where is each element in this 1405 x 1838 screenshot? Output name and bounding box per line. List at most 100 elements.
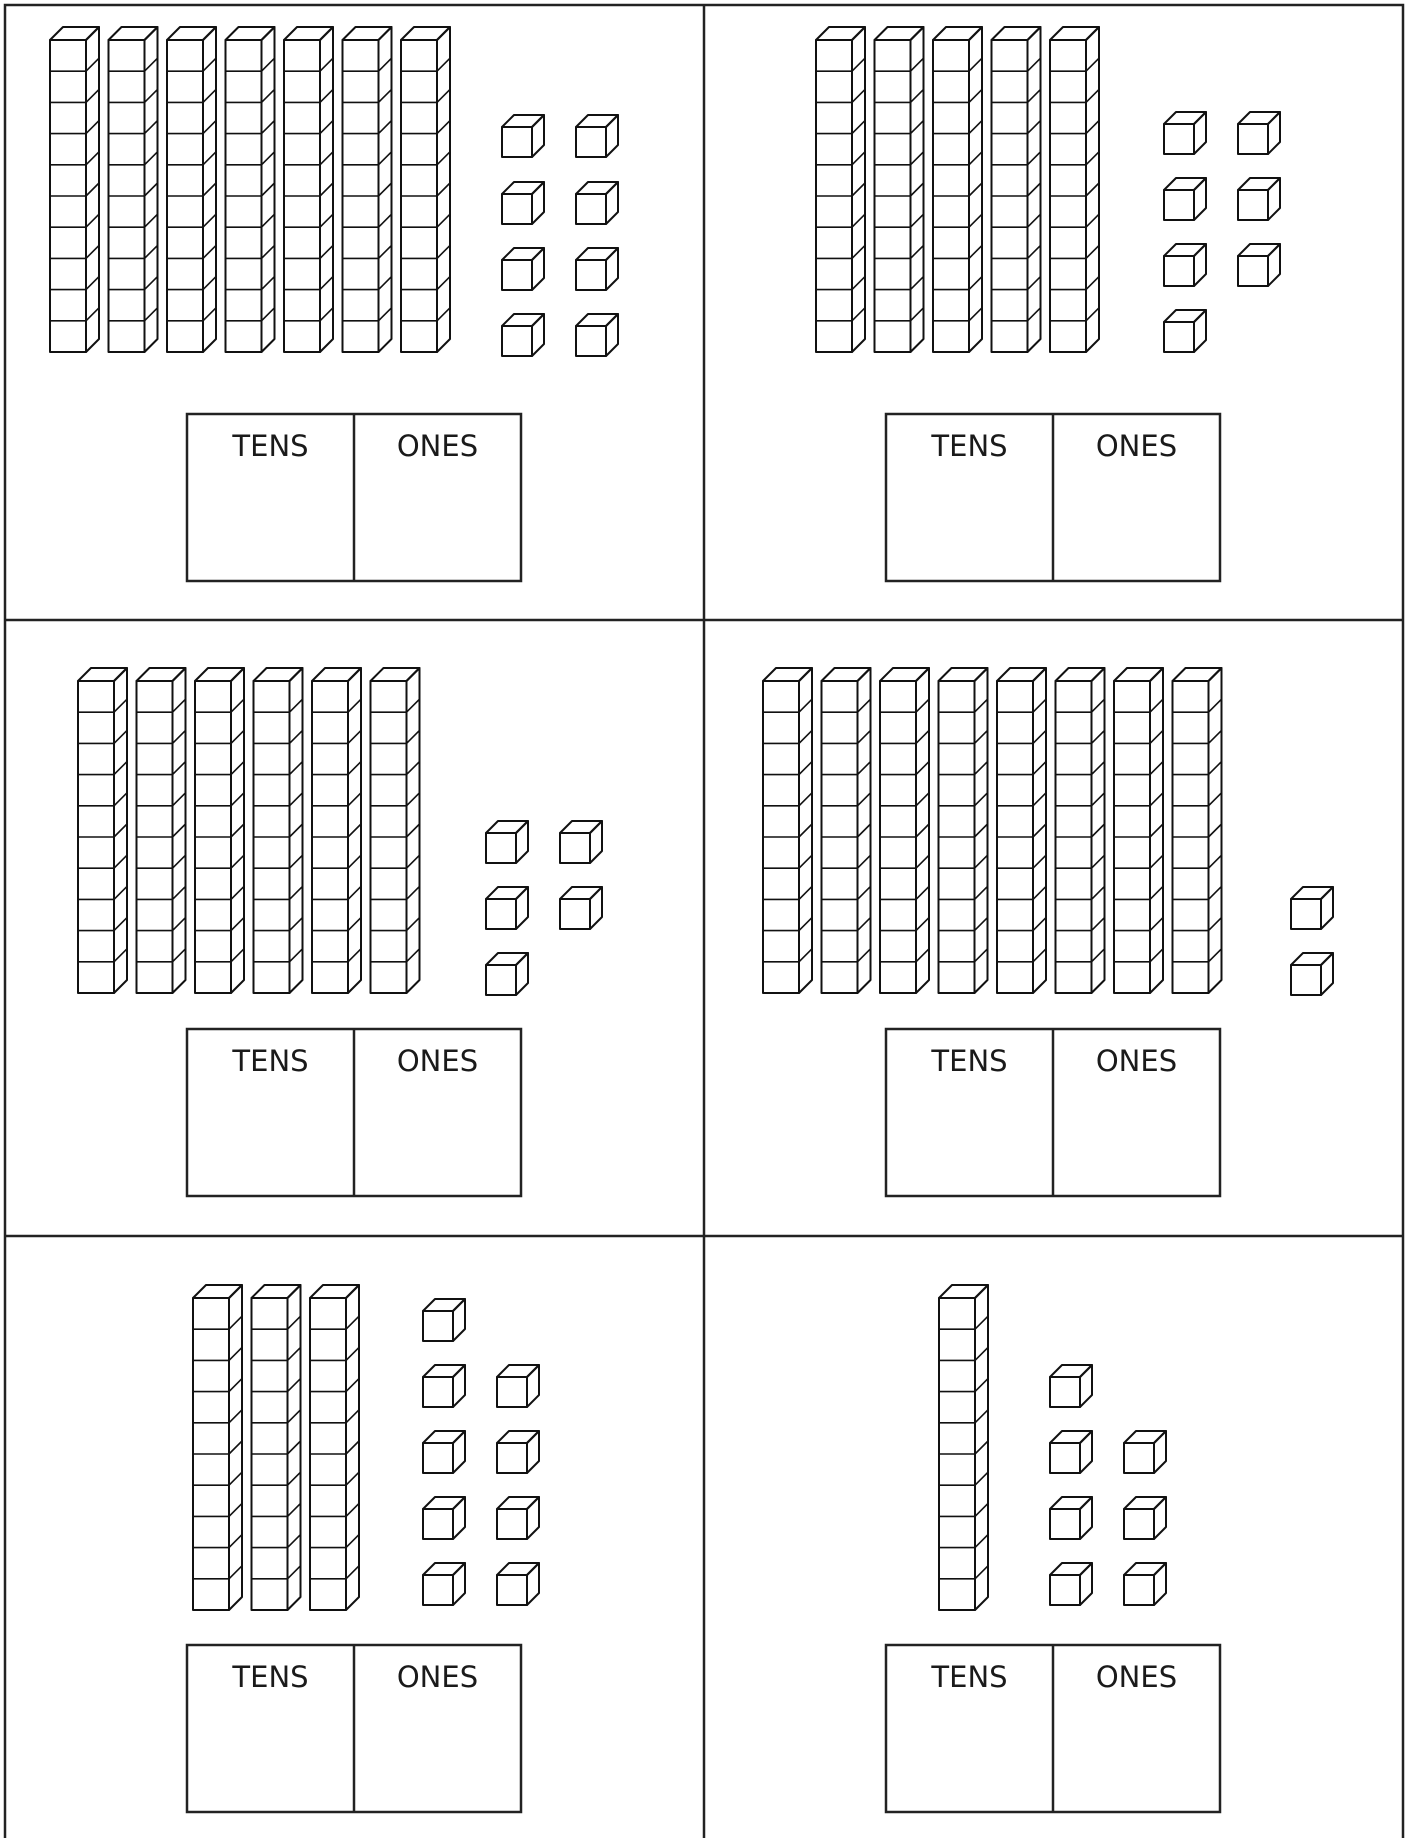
tens-rods xyxy=(763,668,1222,993)
tens-rods xyxy=(939,1285,988,1610)
tens-rod xyxy=(1056,668,1105,993)
tens-rod xyxy=(371,668,420,993)
ones-cube xyxy=(423,1365,465,1407)
ones-cube xyxy=(1238,112,1280,154)
tens-header: TENS xyxy=(231,1660,308,1694)
ones-header: ONES xyxy=(397,429,478,463)
place-value-table: TENS ONES xyxy=(187,1645,521,1812)
tens-rod xyxy=(195,668,244,993)
tens-rod xyxy=(310,1285,359,1610)
tens-rod xyxy=(78,668,127,993)
ones-cube xyxy=(576,248,618,290)
ones-cube xyxy=(497,1365,539,1407)
tens-rod xyxy=(1114,668,1163,993)
tens-header: TENS xyxy=(231,1044,308,1078)
ones-cube xyxy=(423,1563,465,1605)
ones-cubes xyxy=(502,115,618,356)
ones-cube xyxy=(1050,1365,1092,1407)
place-value-table: TENS ONES xyxy=(886,1029,1220,1196)
ones-cube xyxy=(497,1563,539,1605)
ones-cube xyxy=(1124,1563,1166,1605)
problem-panel: TENS ONES xyxy=(187,1285,539,1812)
tens-rod xyxy=(254,668,303,993)
tens-rod xyxy=(875,27,924,352)
tens-rod xyxy=(822,668,871,993)
tens-rod xyxy=(284,27,333,352)
ones-cube xyxy=(1238,178,1280,220)
tens-rod xyxy=(252,1285,301,1610)
problem-panel: TENS ONES xyxy=(816,27,1280,581)
tens-rods xyxy=(50,27,450,352)
ones-cube xyxy=(486,887,528,929)
tens-header: TENS xyxy=(231,429,308,463)
tens-rod xyxy=(763,668,812,993)
tens-rod xyxy=(109,27,158,352)
tens-header: TENS xyxy=(930,1660,1007,1694)
tens-header: TENS xyxy=(930,429,1007,463)
ones-cube xyxy=(502,248,544,290)
tens-rod xyxy=(933,27,982,352)
ones-cube xyxy=(576,182,618,224)
ones-cube xyxy=(1164,112,1206,154)
tens-rod xyxy=(816,27,865,352)
tens-rod xyxy=(1050,27,1099,352)
ones-cube xyxy=(576,314,618,356)
tens-rod xyxy=(939,1285,988,1610)
ones-cube xyxy=(1164,178,1206,220)
tens-header: TENS xyxy=(930,1044,1007,1078)
place-value-table: TENS ONES xyxy=(886,414,1220,581)
ones-cube xyxy=(1291,887,1333,929)
ones-cube xyxy=(497,1431,539,1473)
ones-cube xyxy=(423,1299,465,1341)
ones-cube xyxy=(502,182,544,224)
tens-rod xyxy=(343,27,392,352)
tens-rods xyxy=(816,27,1099,352)
ones-cube xyxy=(486,821,528,863)
ones-cube xyxy=(1124,1431,1166,1473)
ones-cube xyxy=(486,953,528,995)
place-value-table: TENS ONES xyxy=(187,414,521,581)
tens-rod xyxy=(137,668,186,993)
problem-panel: TENS ONES xyxy=(50,27,618,581)
ones-cube xyxy=(576,115,618,157)
tens-rod xyxy=(226,27,275,352)
tens-rod xyxy=(312,668,361,993)
ones-cube xyxy=(1050,1431,1092,1473)
tens-rod xyxy=(167,27,216,352)
tens-rod xyxy=(193,1285,242,1610)
ones-cube xyxy=(1164,244,1206,286)
ones-cube xyxy=(1291,953,1333,995)
ones-cube xyxy=(423,1431,465,1473)
ones-cube xyxy=(1164,310,1206,352)
ones-cube xyxy=(502,314,544,356)
ones-cube xyxy=(1238,244,1280,286)
ones-cube xyxy=(1050,1563,1092,1605)
ones-cubes xyxy=(1291,887,1333,995)
tens-rod xyxy=(401,27,450,352)
ones-cube xyxy=(1124,1497,1166,1539)
tens-rod xyxy=(997,668,1046,993)
tens-rods xyxy=(78,668,420,993)
ones-header: ONES xyxy=(1096,429,1177,463)
problem-panel: TENS ONES xyxy=(78,668,602,1196)
ones-header: ONES xyxy=(1096,1044,1177,1078)
tens-rod xyxy=(50,27,99,352)
ones-cube xyxy=(502,115,544,157)
tens-rods xyxy=(193,1285,359,1610)
ones-cube xyxy=(560,821,602,863)
problem-panel: TENS ONES xyxy=(763,668,1333,1196)
tens-rod xyxy=(939,668,988,993)
ones-header: ONES xyxy=(1096,1660,1177,1694)
ones-cubes xyxy=(1050,1365,1166,1605)
place-value-table: TENS ONES xyxy=(187,1029,521,1196)
tens-rod xyxy=(992,27,1041,352)
ones-cube xyxy=(560,887,602,929)
ones-cube xyxy=(497,1497,539,1539)
tens-rod xyxy=(880,668,929,993)
ones-header: ONES xyxy=(397,1044,478,1078)
ones-header: ONES xyxy=(397,1660,478,1694)
ones-cubes xyxy=(486,821,602,995)
ones-cube xyxy=(423,1497,465,1539)
problem-panel: TENS ONES xyxy=(886,1285,1220,1812)
